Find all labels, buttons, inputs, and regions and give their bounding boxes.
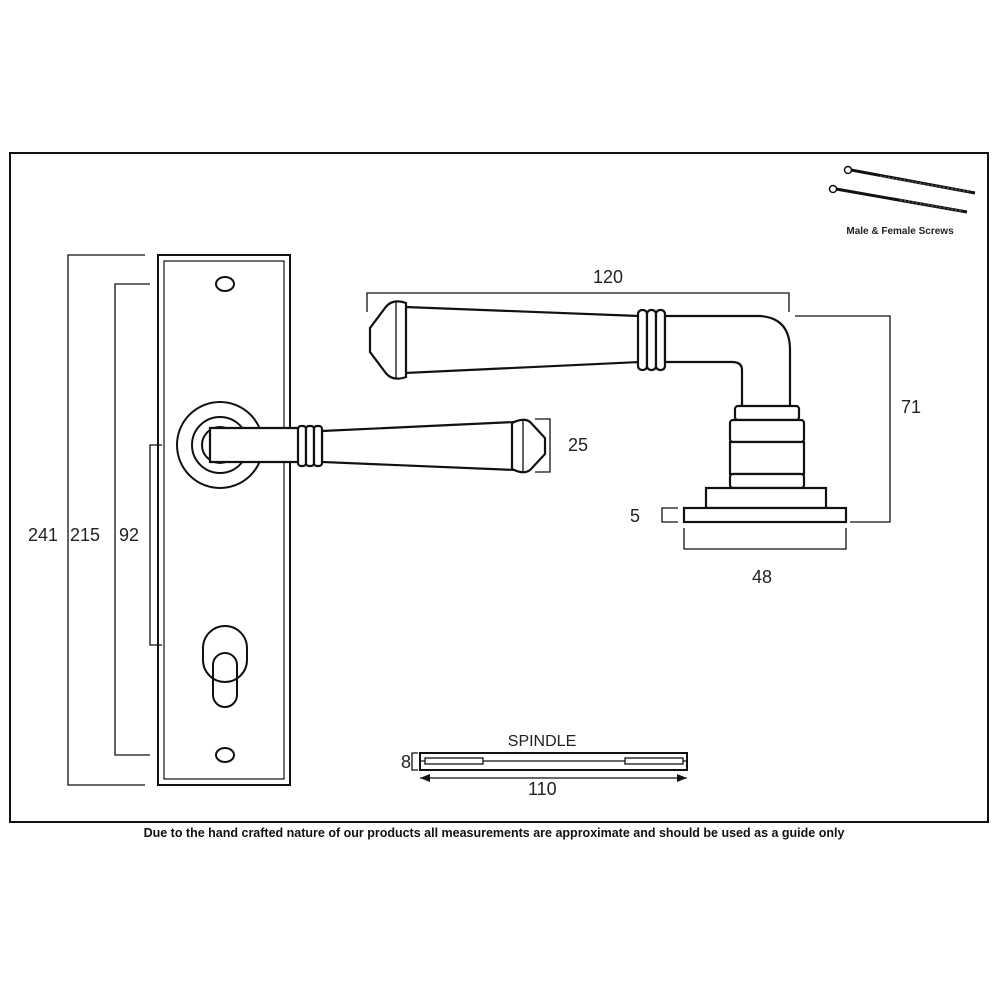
dim-line-215 bbox=[114, 283, 150, 756]
dim-71: 71 bbox=[901, 397, 921, 417]
front-lever-collar-2 bbox=[304, 424, 316, 468]
front-lever-body bbox=[320, 420, 517, 472]
front-lever-neck bbox=[208, 426, 302, 464]
female-screw-icon bbox=[828, 184, 968, 214]
side-lever-collar-3 bbox=[654, 308, 667, 372]
backplate-inner-edge bbox=[163, 260, 285, 780]
bottom-fixing-hole bbox=[215, 747, 235, 763]
side-view-dimensions: 120 71 5 48 bbox=[366, 267, 921, 587]
dim-215: 215 bbox=[70, 525, 100, 545]
front-lever-finial bbox=[510, 418, 547, 474]
side-lever-collar-2 bbox=[645, 308, 658, 372]
backplate-dimensions: 241 215 92 25 bbox=[28, 254, 588, 786]
side-shank-top-ring bbox=[733, 404, 801, 422]
dim-5: 5 bbox=[630, 506, 640, 526]
disclaimer-text: Due to the hand crafted nature of our pr… bbox=[144, 826, 845, 840]
front-lever-collar-3 bbox=[312, 424, 324, 468]
screws-illustration: Male & Female Screws bbox=[828, 165, 976, 237]
spindle-label: SPINDLE bbox=[508, 733, 576, 750]
spindle-view: SPINDLE 8 110 bbox=[401, 733, 688, 799]
side-lever-finial bbox=[368, 300, 408, 380]
dim-line-92 bbox=[149, 444, 162, 646]
dim-line-25 bbox=[535, 418, 551, 473]
male-screw-icon bbox=[843, 165, 976, 195]
dim-line-5 bbox=[661, 507, 678, 523]
backplate-front-view bbox=[157, 254, 547, 786]
dim-92: 92 bbox=[119, 525, 139, 545]
dim-line-8 bbox=[411, 752, 418, 771]
dim-line-241 bbox=[67, 254, 145, 786]
side-lever-elbow bbox=[663, 314, 792, 412]
screws-label: Male & Female Screws bbox=[846, 226, 954, 237]
spindle-slot-right bbox=[624, 757, 684, 765]
dim-48: 48 bbox=[752, 567, 772, 587]
side-lever-collar-1 bbox=[636, 308, 649, 372]
side-lever-body bbox=[403, 305, 642, 375]
dim-120: 120 bbox=[593, 267, 623, 287]
side-shank-lower-ring bbox=[728, 472, 806, 490]
dim-line-48 bbox=[683, 528, 847, 550]
dim-line-120 bbox=[366, 292, 790, 312]
front-lever-collar-1 bbox=[296, 424, 308, 468]
drawing-border bbox=[9, 152, 989, 823]
spindle-slot-left bbox=[424, 757, 484, 765]
dim-25: 25 bbox=[568, 435, 588, 455]
euro-profile-keyhole bbox=[202, 625, 248, 708]
dim-8: 8 bbox=[401, 752, 411, 772]
dim-241: 241 bbox=[28, 525, 58, 545]
side-shank-ring bbox=[728, 418, 806, 444]
dim-110: 110 bbox=[528, 779, 557, 799]
side-shank-body bbox=[728, 440, 806, 476]
top-fixing-hole bbox=[215, 276, 235, 292]
dim-line-71 bbox=[795, 315, 891, 523]
lever-side-view bbox=[368, 300, 848, 524]
side-rose-step bbox=[704, 486, 828, 510]
side-rose-base bbox=[682, 506, 848, 524]
